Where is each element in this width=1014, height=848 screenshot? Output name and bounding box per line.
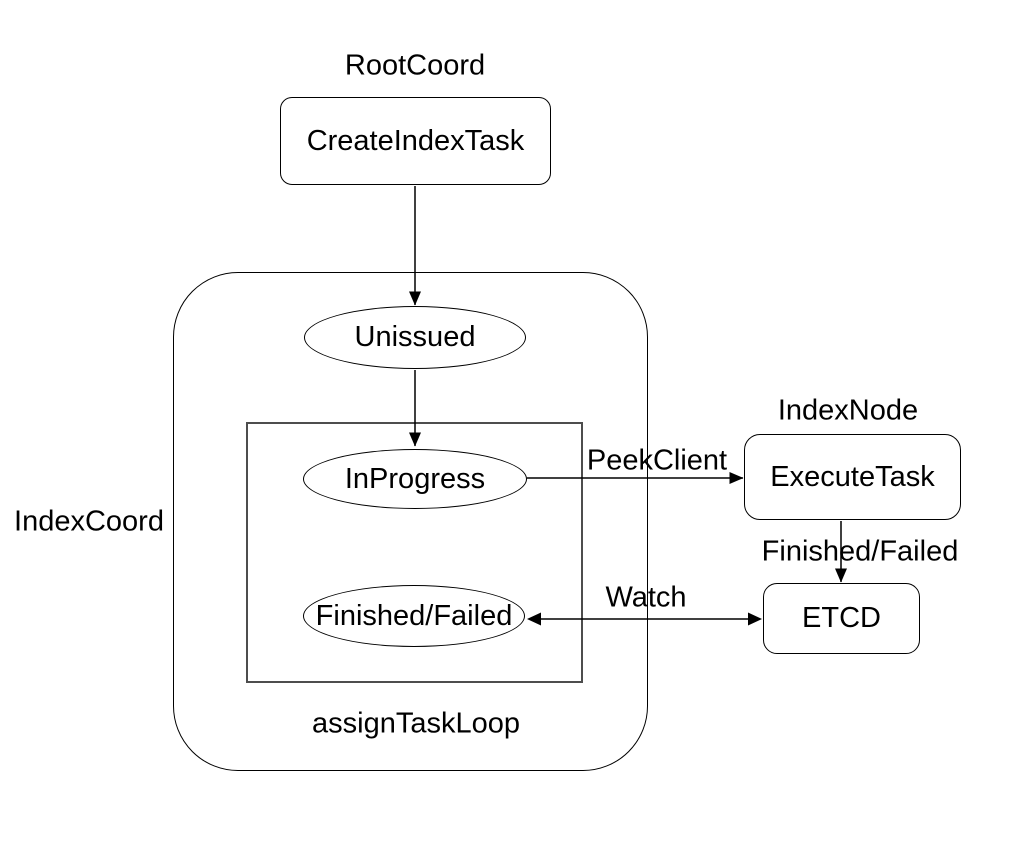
node-unissued-label: Unissued: [354, 321, 476, 353]
node-finished-failed: Finished/Failed: [303, 585, 525, 647]
node-unissued: Unissued: [304, 306, 526, 369]
node-finished-failed-label: Finished/Failed: [315, 599, 513, 632]
node-etcd-label: ETCD: [802, 602, 881, 634]
edge-label-finished-failed: Finished/Failed: [761, 535, 959, 568]
label-root-coord: RootCoord: [344, 49, 486, 82]
node-create-index-task: CreateIndexTask: [280, 97, 551, 185]
node-in-progress: InProgress: [303, 449, 527, 509]
edge-label-peek-client: PeekClient: [586, 444, 728, 477]
node-create-index-task-label: CreateIndexTask: [306, 124, 525, 157]
group-index-coord-container: [173, 272, 648, 771]
label-assign-task-loop: assignTaskLoop: [312, 707, 520, 740]
node-execute-task-label: ExecuteTask: [770, 460, 935, 493]
node-in-progress-label: InProgress: [344, 462, 486, 495]
edge-label-watch: Watch: [605, 581, 687, 614]
label-index-coord: IndexCoord: [14, 505, 164, 538]
label-index-node: IndexNode: [777, 394, 919, 427]
node-etcd: ETCD: [763, 583, 920, 654]
node-execute-task: ExecuteTask: [744, 434, 961, 520]
